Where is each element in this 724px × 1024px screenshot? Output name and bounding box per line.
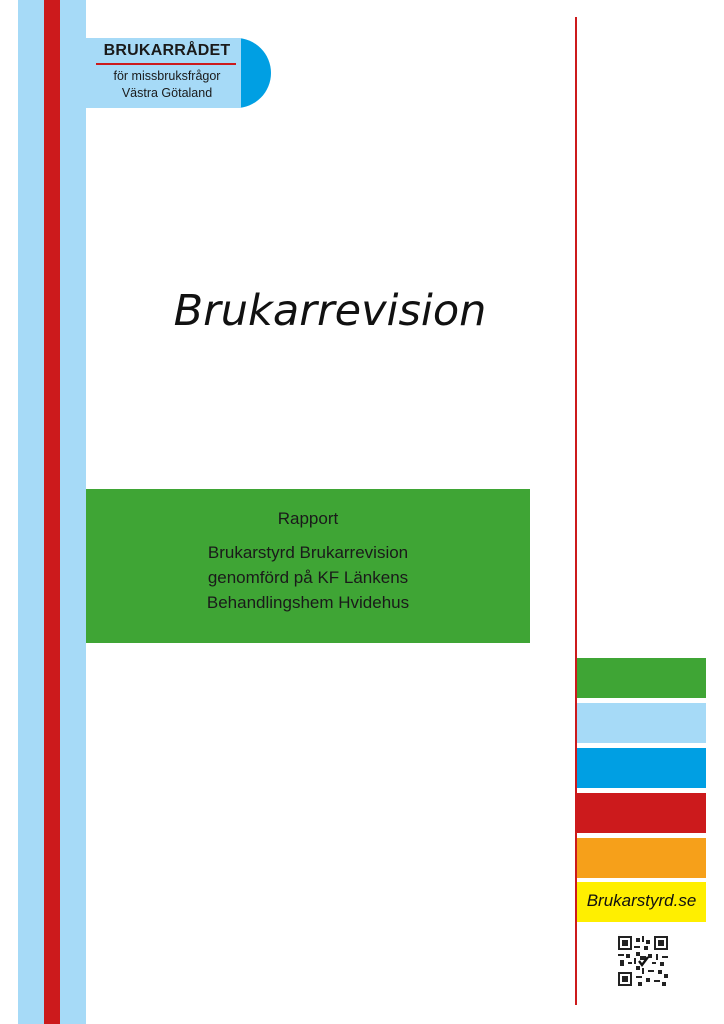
left-stripe-light-blue-inner: [60, 0, 86, 1024]
color-bar-orange: [577, 838, 706, 878]
report-label: Rapport: [277, 509, 339, 528]
report-line-2: genomförd på KF Länkens: [207, 568, 409, 587]
report-box: Rapport Brukarstyrd Brukarrevision genom…: [86, 489, 530, 643]
logo-box: [86, 38, 241, 108]
website-link[interactable]: Brukarstyrd.se: [586, 891, 697, 910]
website-bar: Brukarstyrd.se: [577, 882, 706, 922]
left-stripe-light-blue-outer: [18, 0, 44, 1024]
color-bar-light-blue: [577, 703, 706, 743]
qr-code-icon: [618, 936, 668, 986]
color-bar-green: [577, 658, 706, 698]
report-line-3: Behandlingshem Hvidehus: [206, 593, 410, 612]
brukarradet-logo: BRUKARRÅDET för missbruksfrågor Västra G…: [86, 38, 272, 108]
color-bar-blue: [577, 748, 706, 788]
color-bar-red: [577, 793, 706, 833]
left-stripe-red: [44, 0, 60, 1024]
page-title: Brukarrevision: [173, 286, 487, 336]
logo-subtitle-2: Västra Götaland: [121, 86, 213, 100]
logo-divider: [96, 63, 236, 65]
report-line-1: Brukarstyrd Brukarrevision: [207, 543, 409, 562]
logo-title: BRUKARRÅDET: [103, 42, 231, 59]
right-vertical-red-line: [575, 17, 577, 1005]
logo-subtitle-1: för missbruksfrågor: [113, 69, 221, 83]
